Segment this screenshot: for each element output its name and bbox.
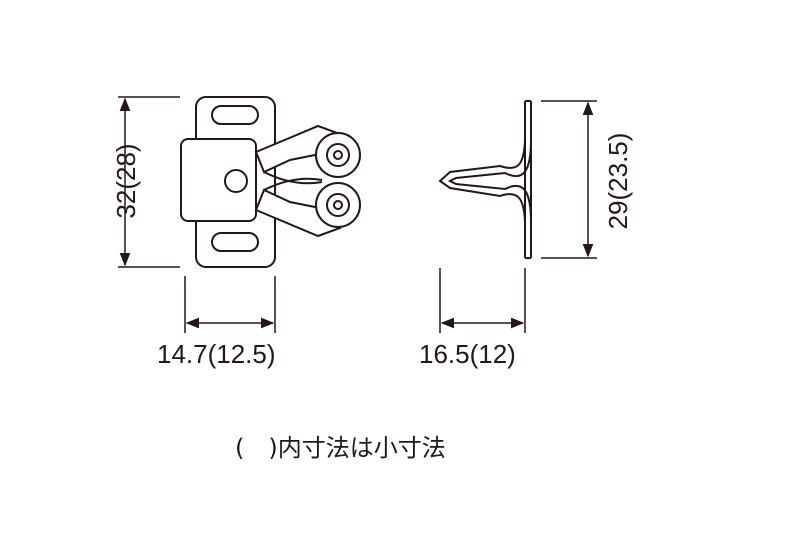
bottom-slot: [211, 232, 259, 252]
left-width-label: 14.7(12.5): [157, 339, 276, 369]
left-dimension-lines: [118, 96, 276, 333]
right-height-label: 29(23.5): [603, 132, 633, 230]
strike-side-view: [438, 100, 532, 259]
right-width-label: 16.5(12): [419, 339, 516, 369]
left-height-label: 32(28): [111, 143, 141, 219]
housing-block: [180, 138, 257, 222]
roller-upper: [315, 132, 361, 178]
screw-hole: [224, 169, 248, 193]
catch-front-view: [180, 96, 361, 268]
top-slot: [211, 105, 259, 125]
dimension-note: ( )内寸法は小寸法: [235, 434, 446, 462]
strike-tongue: [438, 139, 532, 223]
strike-plate: [524, 100, 532, 259]
roller-lower: [315, 182, 361, 228]
right-dimension-lines: [439, 100, 597, 333]
